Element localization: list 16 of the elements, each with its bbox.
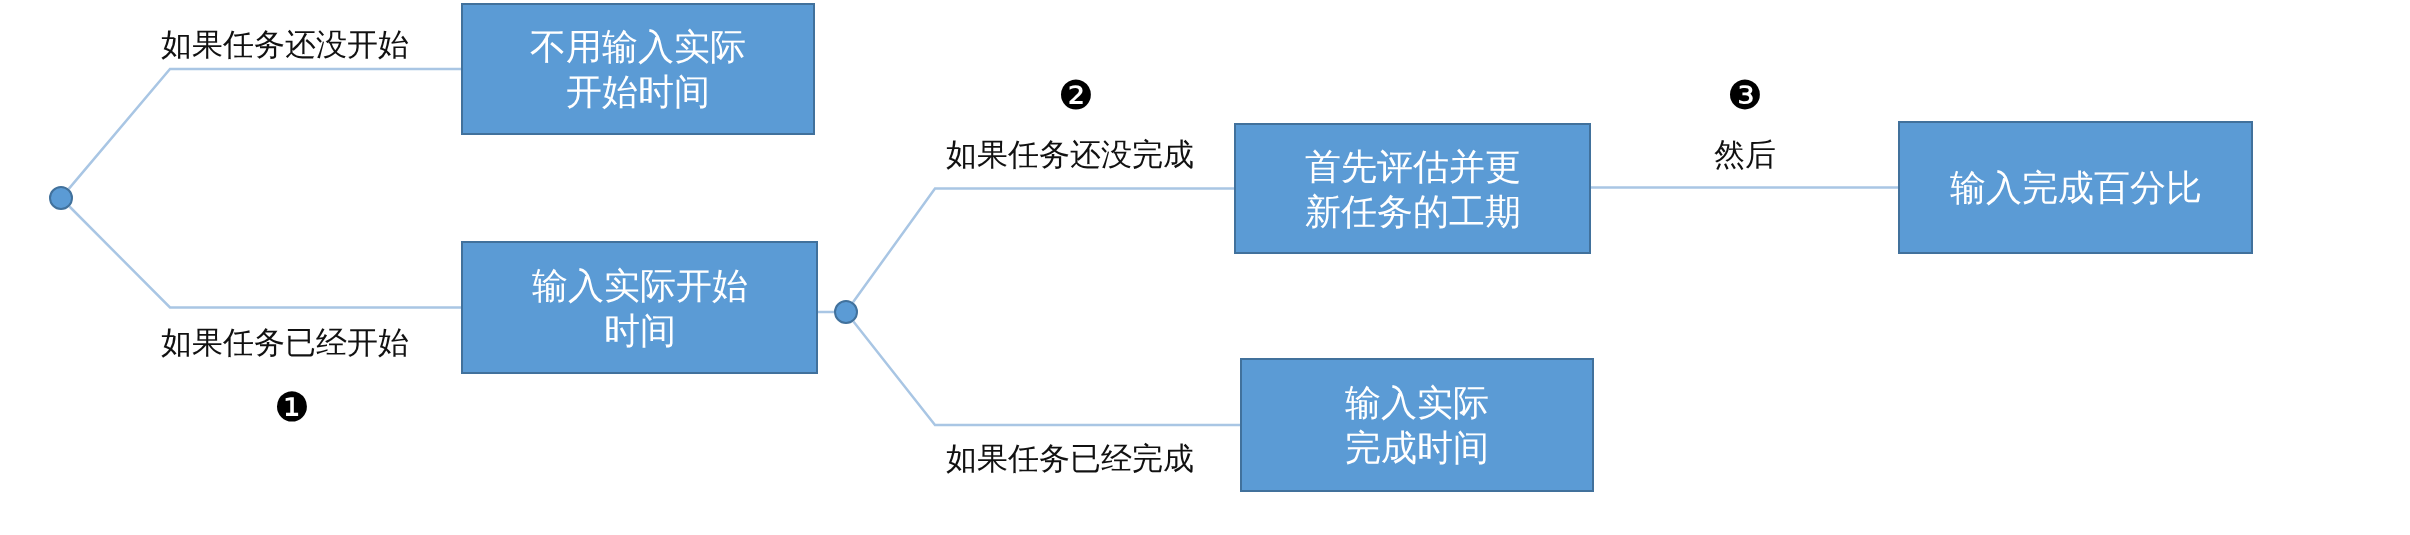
box-text: 不用输入实际开始时间	[529, 25, 747, 114]
process-box	[1234, 123, 1591, 254]
process-box	[1898, 121, 2253, 254]
step-number: ❸	[1727, 75, 1763, 115]
process-box	[461, 241, 818, 374]
box-text: 输入完成百分比	[1949, 166, 2202, 210]
box-text: 输入实际完成时间	[1344, 381, 1490, 470]
process-box	[461, 3, 815, 135]
connector-line	[852, 187, 1234, 303]
box-text: 首先评估并更新任务的工期	[1303, 144, 1522, 234]
process-box	[1240, 358, 1594, 492]
step-number: ❷	[1058, 75, 1094, 115]
step-number: ❶	[274, 387, 310, 427]
connector-line	[68, 205, 461, 309]
box-text: 输入实际开始时间	[530, 263, 749, 353]
connector-line	[1591, 186, 1898, 189]
